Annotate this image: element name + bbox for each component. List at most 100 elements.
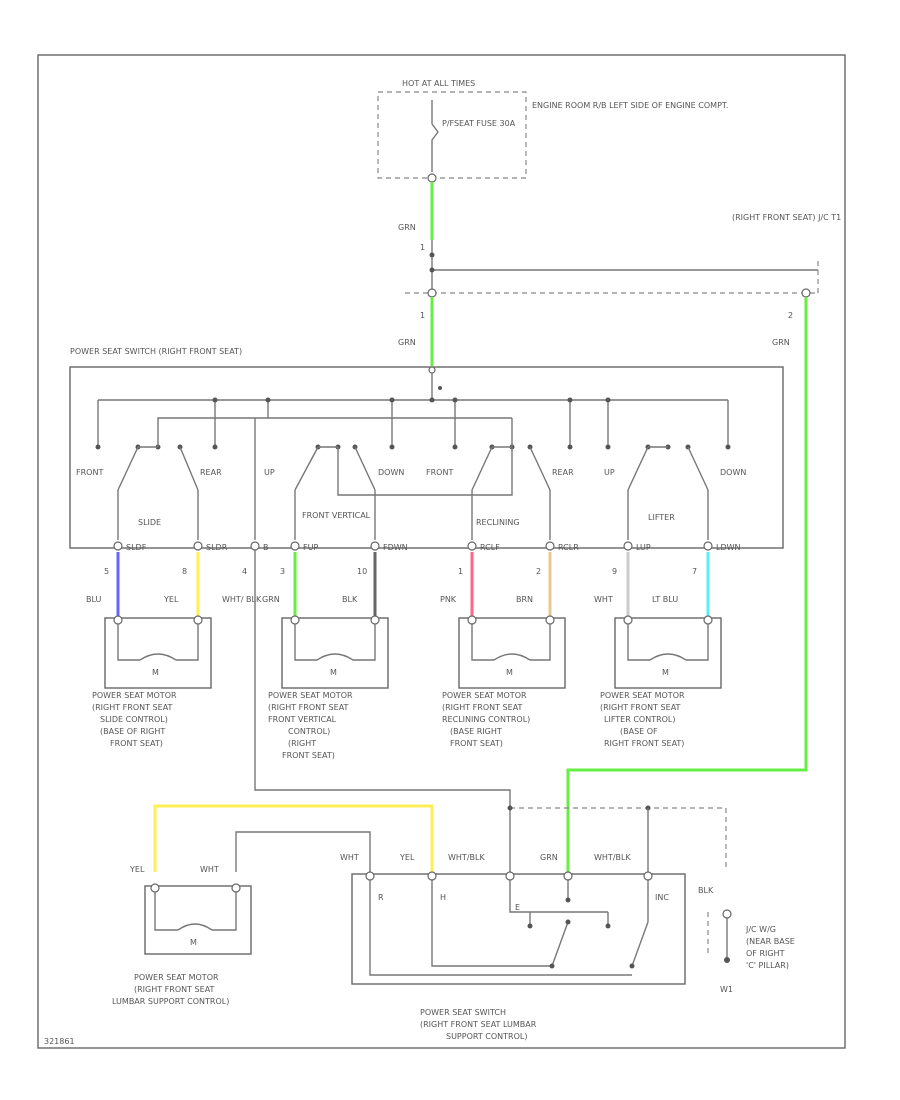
motor-labels: POWER SEAT MOTOR (RIGHT FRONT SEAT SLIDE… — [92, 691, 685, 760]
lumbar-switch-label-3: SUPPORT CONTROL) — [446, 1032, 527, 1041]
fuse-location: ENGINE ROOM R/B LEFT SIDE OF ENGINE COMP… — [532, 101, 728, 110]
svg-text:REAR: REAR — [552, 468, 574, 477]
svg-text:5: 5 — [104, 567, 109, 576]
svg-text:J/C W/G: J/C W/G — [745, 925, 776, 934]
svg-text:POWER SEAT MOTOR: POWER SEAT MOTOR — [442, 691, 527, 700]
motor-reclining: M — [458, 615, 566, 689]
svg-text:UP: UP — [604, 468, 615, 477]
bus-drops — [97, 400, 729, 445]
lumbar-switch-terminals: R H E INC — [365, 871, 669, 912]
slide-switch — [117, 446, 199, 540]
section-labels: SLIDE FRONT VERTICAL RECLINING LIFTER — [138, 511, 675, 527]
svg-text:(RIGHT: (RIGHT — [288, 739, 316, 748]
svg-text:BLU: BLU — [86, 595, 102, 604]
svg-text:WHT/BLK: WHT/BLK — [448, 853, 485, 862]
svg-text:SLDF: SLDF — [126, 543, 147, 552]
svg-text:R: R — [378, 893, 384, 902]
svg-text:FUP: FUP — [303, 543, 318, 552]
svg-text:GRN: GRN — [262, 595, 280, 604]
svg-text:RIGHT FRONT SEAT): RIGHT FRONT SEAT) — [604, 739, 684, 748]
svg-text:POWER SEAT MOTOR: POWER SEAT MOTOR — [92, 691, 177, 700]
wire-wht-lumbar — [235, 831, 371, 872]
switch-cross-link — [157, 417, 513, 447]
svg-text:WHT/ BLK: WHT/ BLK — [222, 595, 262, 604]
svg-text:FRONT SEAT): FRONT SEAT) — [450, 739, 503, 748]
diagram-frame — [37, 54, 846, 1049]
switch-input-terminal — [428, 366, 436, 374]
svg-text:WHT/BLK: WHT/BLK — [594, 853, 631, 862]
svg-text:FRONT VERTICAL: FRONT VERTICAL — [268, 715, 337, 724]
svg-text:DOWN: DOWN — [378, 468, 404, 477]
svg-text:9: 9 — [612, 567, 617, 576]
lumbar-switch-dots — [527, 897, 635, 969]
ground-point — [724, 957, 730, 963]
junction-dot — [567, 397, 573, 403]
svg-text:BLK: BLK — [698, 886, 714, 895]
ground-id: W1 — [720, 985, 733, 994]
svg-text:M: M — [330, 668, 337, 677]
wire-color-labels: BLU YEL WHT/ BLK GRN BLK PNK BRN WHT LT … — [86, 595, 678, 604]
lumbar-wire-wht: WHT — [200, 865, 219, 874]
lumbar-dashed-connector — [510, 807, 727, 870]
svg-text:LIFTER: LIFTER — [648, 513, 675, 522]
svg-text:BRN: BRN — [516, 595, 533, 604]
svg-text:1: 1 — [458, 567, 463, 576]
svg-text:POWER SEAT MOTOR: POWER SEAT MOTOR — [268, 691, 353, 700]
svg-text:(RIGHT FRONT SEAT: (RIGHT FRONT SEAT — [134, 985, 215, 994]
svg-text:(RIGHT FRONT SEAT: (RIGHT FRONT SEAT — [268, 703, 349, 712]
svg-text:8: 8 — [182, 567, 187, 576]
green-run-right — [566, 297, 808, 872]
svg-text:FRONT VERTICAL: FRONT VERTICAL — [302, 511, 371, 520]
lumbar-switch-internal — [369, 880, 649, 976]
switch-title: POWER SEAT SWITCH (RIGHT FRONT SEAT) — [70, 347, 242, 356]
svg-text:LIFTER CONTROL): LIFTER CONTROL) — [604, 715, 676, 724]
lumbar-wire-yel: YEL — [129, 865, 145, 874]
svg-text:PNK: PNK — [440, 595, 457, 604]
junction-dot — [507, 805, 513, 811]
lumbar-motor-label: POWER SEAT MOTOR (RIGHT FRONT SEAT LUMBA… — [112, 973, 229, 1006]
svg-text:4: 4 — [242, 567, 247, 576]
junction-dot — [212, 397, 218, 403]
ground-terminal — [722, 909, 732, 919]
svg-text:(BASE OF RIGHT: (BASE OF RIGHT — [100, 727, 165, 736]
jc-connector — [405, 258, 819, 294]
svg-text:OF RIGHT: OF RIGHT — [746, 949, 785, 958]
switch-contact-dots — [95, 444, 731, 450]
svg-text:(RIGHT FRONT SEAT: (RIGHT FRONT SEAT — [600, 703, 681, 712]
svg-text:M: M — [190, 938, 197, 947]
jc-terminal-right — [801, 288, 811, 298]
svg-text:'C' PILLAR): 'C' PILLAR) — [746, 961, 789, 970]
wire-label-grn-right: GRN — [772, 338, 790, 347]
svg-text:FRONT SEAT): FRONT SEAT) — [110, 739, 163, 748]
svg-text:INC: INC — [655, 893, 669, 902]
junction-dot — [438, 386, 442, 390]
svg-text:RECLINING CONTROL): RECLINING CONTROL) — [442, 715, 530, 724]
jc-pin-mid: 1 — [420, 311, 425, 320]
svg-text:LUMBAR SUPPORT CONTROL): LUMBAR SUPPORT CONTROL) — [112, 997, 229, 1006]
svg-text:YEL: YEL — [399, 853, 415, 862]
svg-text:LDWN: LDWN — [716, 543, 741, 552]
svg-text:H: H — [440, 893, 446, 902]
svg-text:RCLR: RCLR — [558, 543, 579, 552]
motor-lumbar: M — [144, 883, 252, 955]
svg-text:UP: UP — [264, 468, 275, 477]
switch-bus — [98, 373, 728, 401]
junction-dot — [389, 397, 395, 403]
motor-front-vertical: M — [281, 615, 389, 689]
svg-text:WHT: WHT — [340, 853, 359, 862]
hot-at-label: HOT AT ALL TIMES — [402, 79, 475, 88]
junction-dot — [429, 397, 435, 403]
front-vertical-switch — [294, 446, 513, 540]
svg-text:M: M — [662, 668, 669, 677]
lumbar-switch — [351, 873, 686, 985]
lumbar-switch-label-2: (RIGHT FRONT SEAT LUMBAR — [420, 1020, 537, 1029]
jc-terminal-left — [427, 288, 437, 298]
fuse-label: P/FSEAT FUSE 30A — [442, 119, 516, 128]
junction-dot — [605, 397, 611, 403]
ground-label: J/C W/G (NEAR BASE OF RIGHT 'C' PILLAR) — [745, 925, 795, 970]
direction-labels: FRONT REAR UP DOWN FRONT REAR UP DOWN — [76, 468, 746, 477]
fuse-box — [377, 91, 527, 179]
svg-text:RCLF: RCLF — [480, 543, 500, 552]
wire-yel-lumbar — [153, 804, 434, 872]
